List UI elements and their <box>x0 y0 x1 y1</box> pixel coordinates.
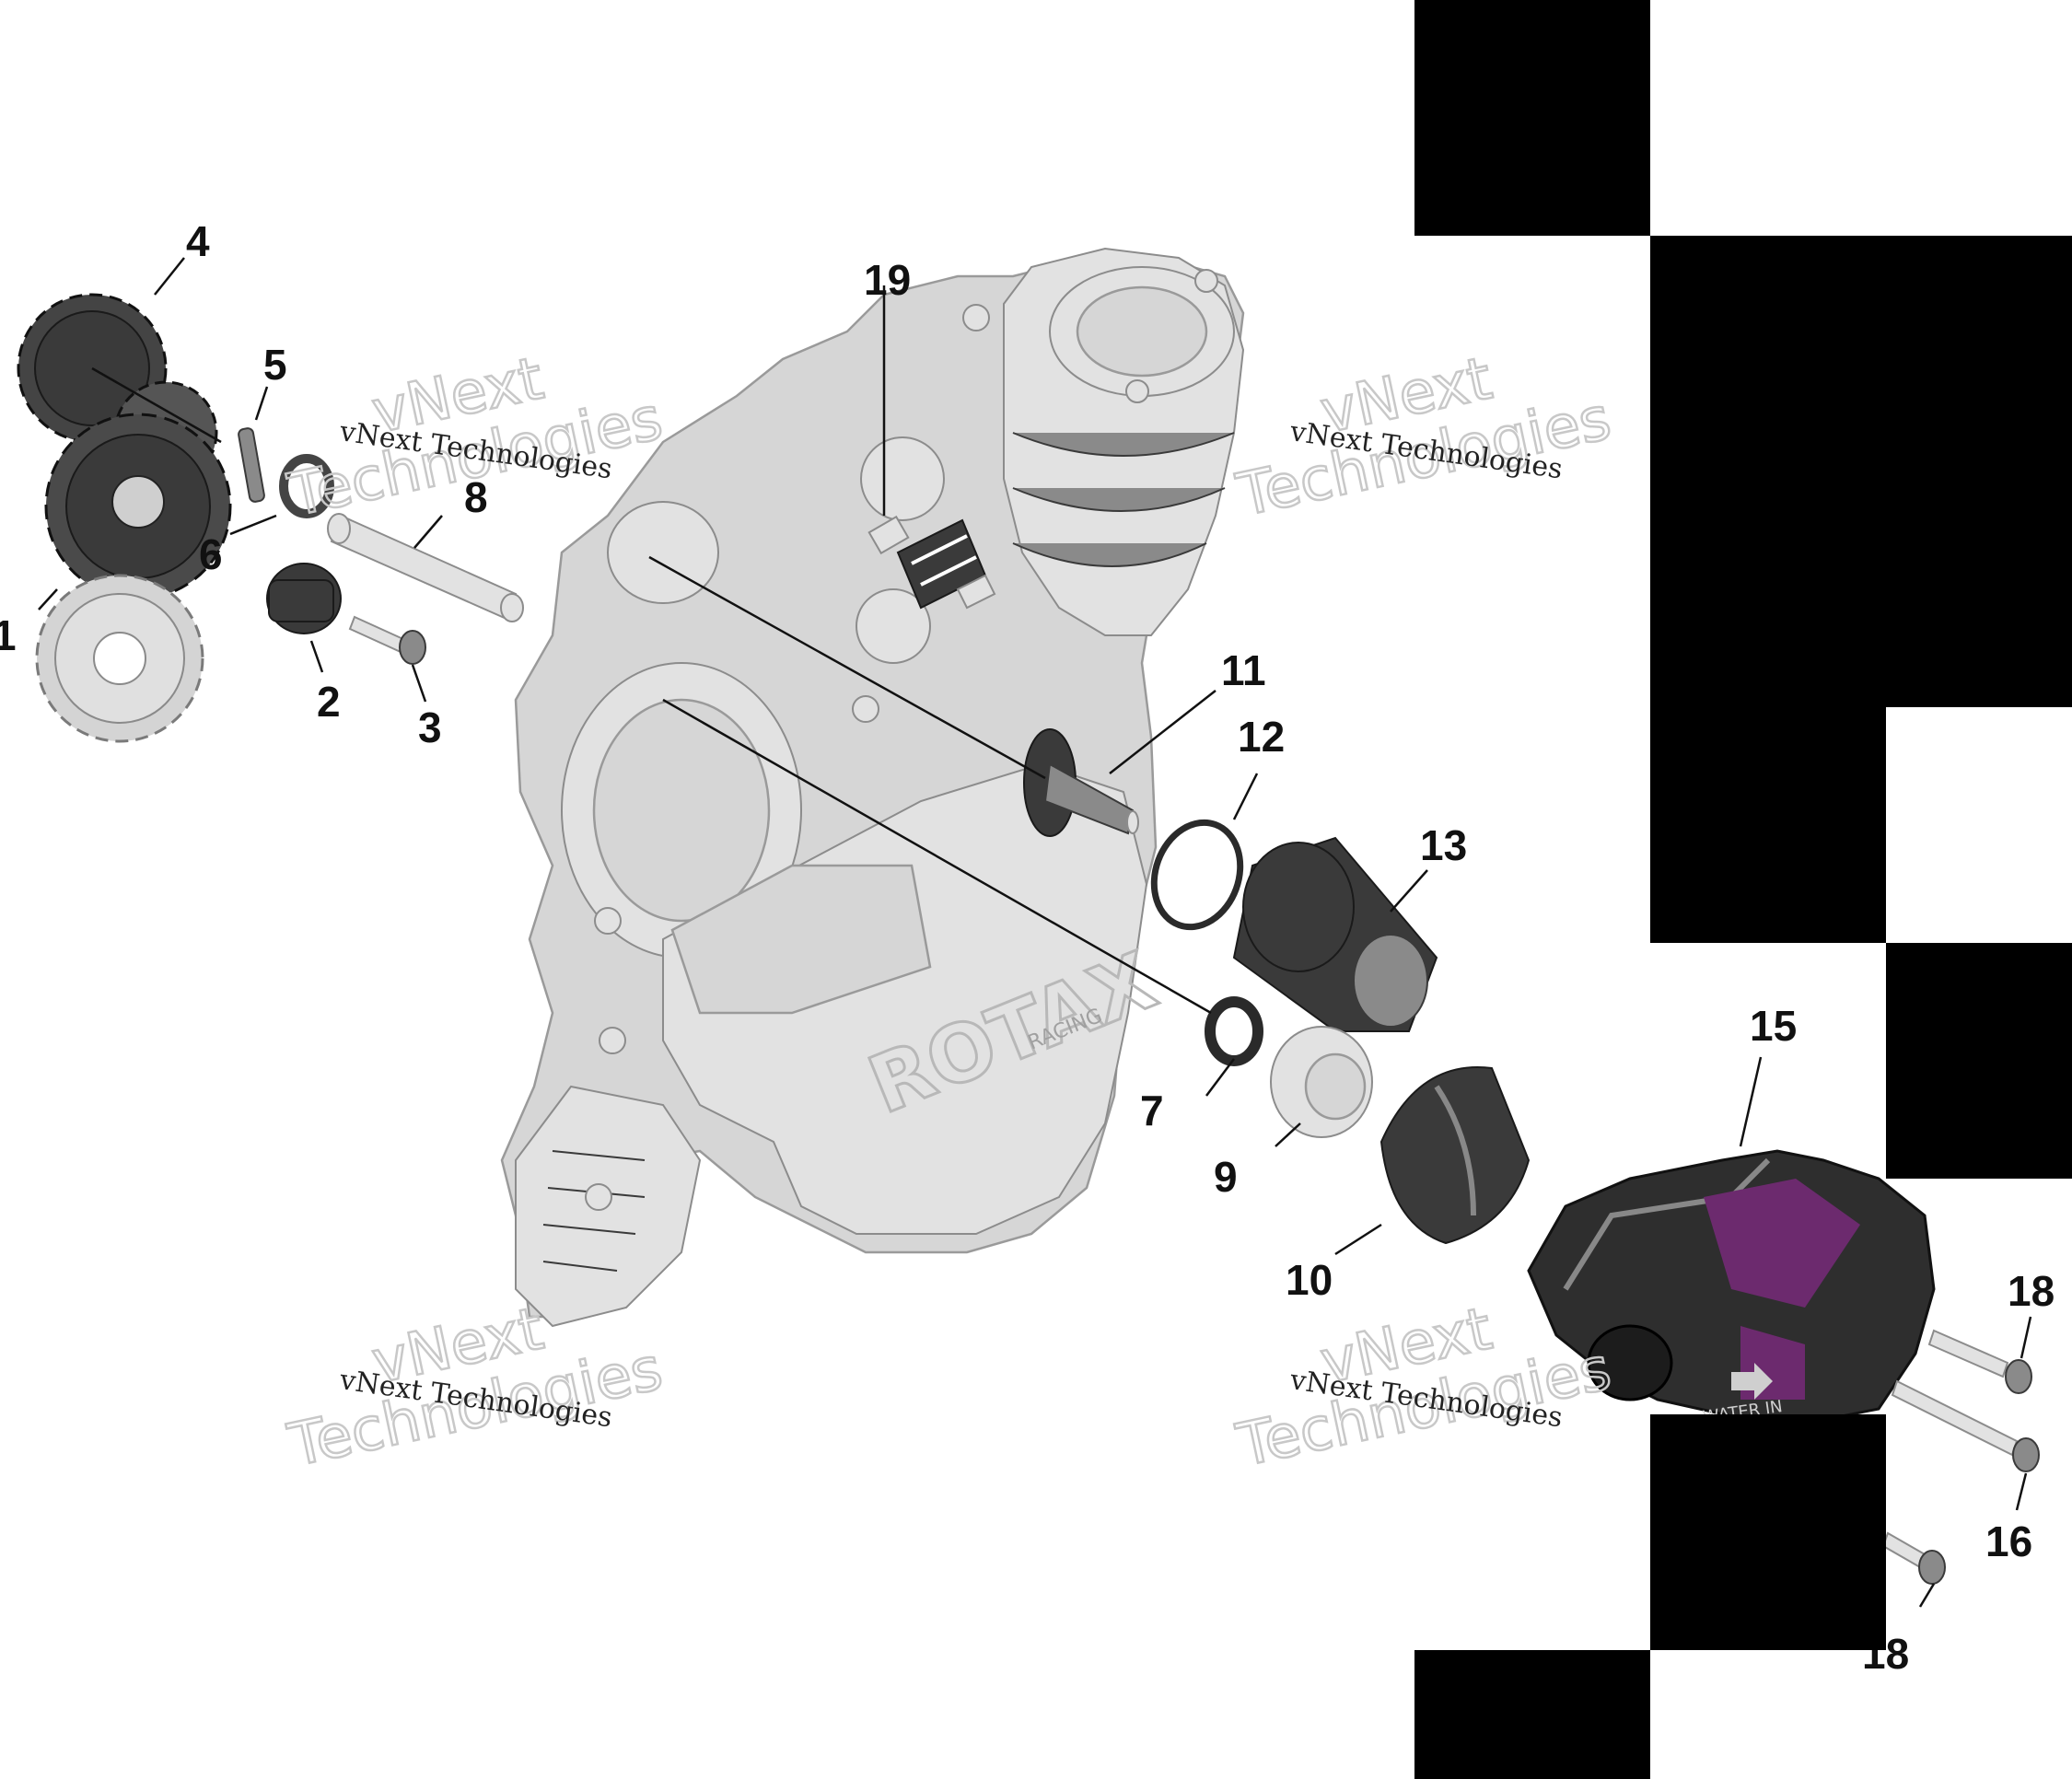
part-8-shaft <box>327 513 524 622</box>
callout-10: 10 <box>1286 1256 1333 1304</box>
callout-11: 11 <box>1221 646 1266 694</box>
part-9-bearing <box>1270 1026 1373 1138</box>
callout-15: 15 <box>1750 1002 1797 1050</box>
callout-2: 2 <box>317 678 341 726</box>
part-12-o-ring <box>1150 819 1244 931</box>
part-13-bushing <box>1232 836 1438 1032</box>
redaction-blocks-overlay <box>1650 943 2072 1650</box>
part-2-cap <box>266 563 342 634</box>
callout-13: 13 <box>1420 821 1467 869</box>
part-15-pump-housing: WATER IN <box>1527 1149 1936 1427</box>
callout-1: 1 <box>0 611 17 659</box>
callout-3: 3 <box>418 703 442 751</box>
leader-lines <box>38 257 2032 1608</box>
part-7-seal <box>1205 996 1263 1066</box>
callout-5: 5 <box>263 341 287 389</box>
part-6-washer <box>279 454 334 518</box>
callout-16: 16 <box>1985 1517 2032 1565</box>
part-11-shaft <box>1023 728 1139 837</box>
callout-6: 6 <box>199 530 223 578</box>
callout-19: 19 <box>864 256 911 304</box>
part-1-gear <box>35 574 204 743</box>
callout-9: 9 <box>1214 1153 1238 1201</box>
part-18-bolt-lower <box>1881 1531 1946 1585</box>
part-19-sensor <box>867 515 996 610</box>
part-18-bolt-upper <box>1927 1329 2032 1394</box>
callout-8: 8 <box>464 473 488 521</box>
part-10-impeller <box>1379 1066 1531 1245</box>
part-3-bolt <box>348 615 426 665</box>
part-16-bolt <box>1891 1379 2040 1472</box>
callout-12: 12 <box>1238 713 1285 761</box>
watermark-bottom-left: vNext Technologies vNext Technologies <box>282 1294 669 1482</box>
callout-18-upper: 18 <box>2008 1267 2055 1315</box>
part-5-pin <box>238 427 265 503</box>
callout-7: 7 <box>1140 1087 1164 1134</box>
watermark-top-right: vNext Technologies vNext Technologies <box>1230 343 1618 531</box>
callout-4: 4 <box>186 217 210 265</box>
part-4-gear-cluster <box>17 293 232 600</box>
